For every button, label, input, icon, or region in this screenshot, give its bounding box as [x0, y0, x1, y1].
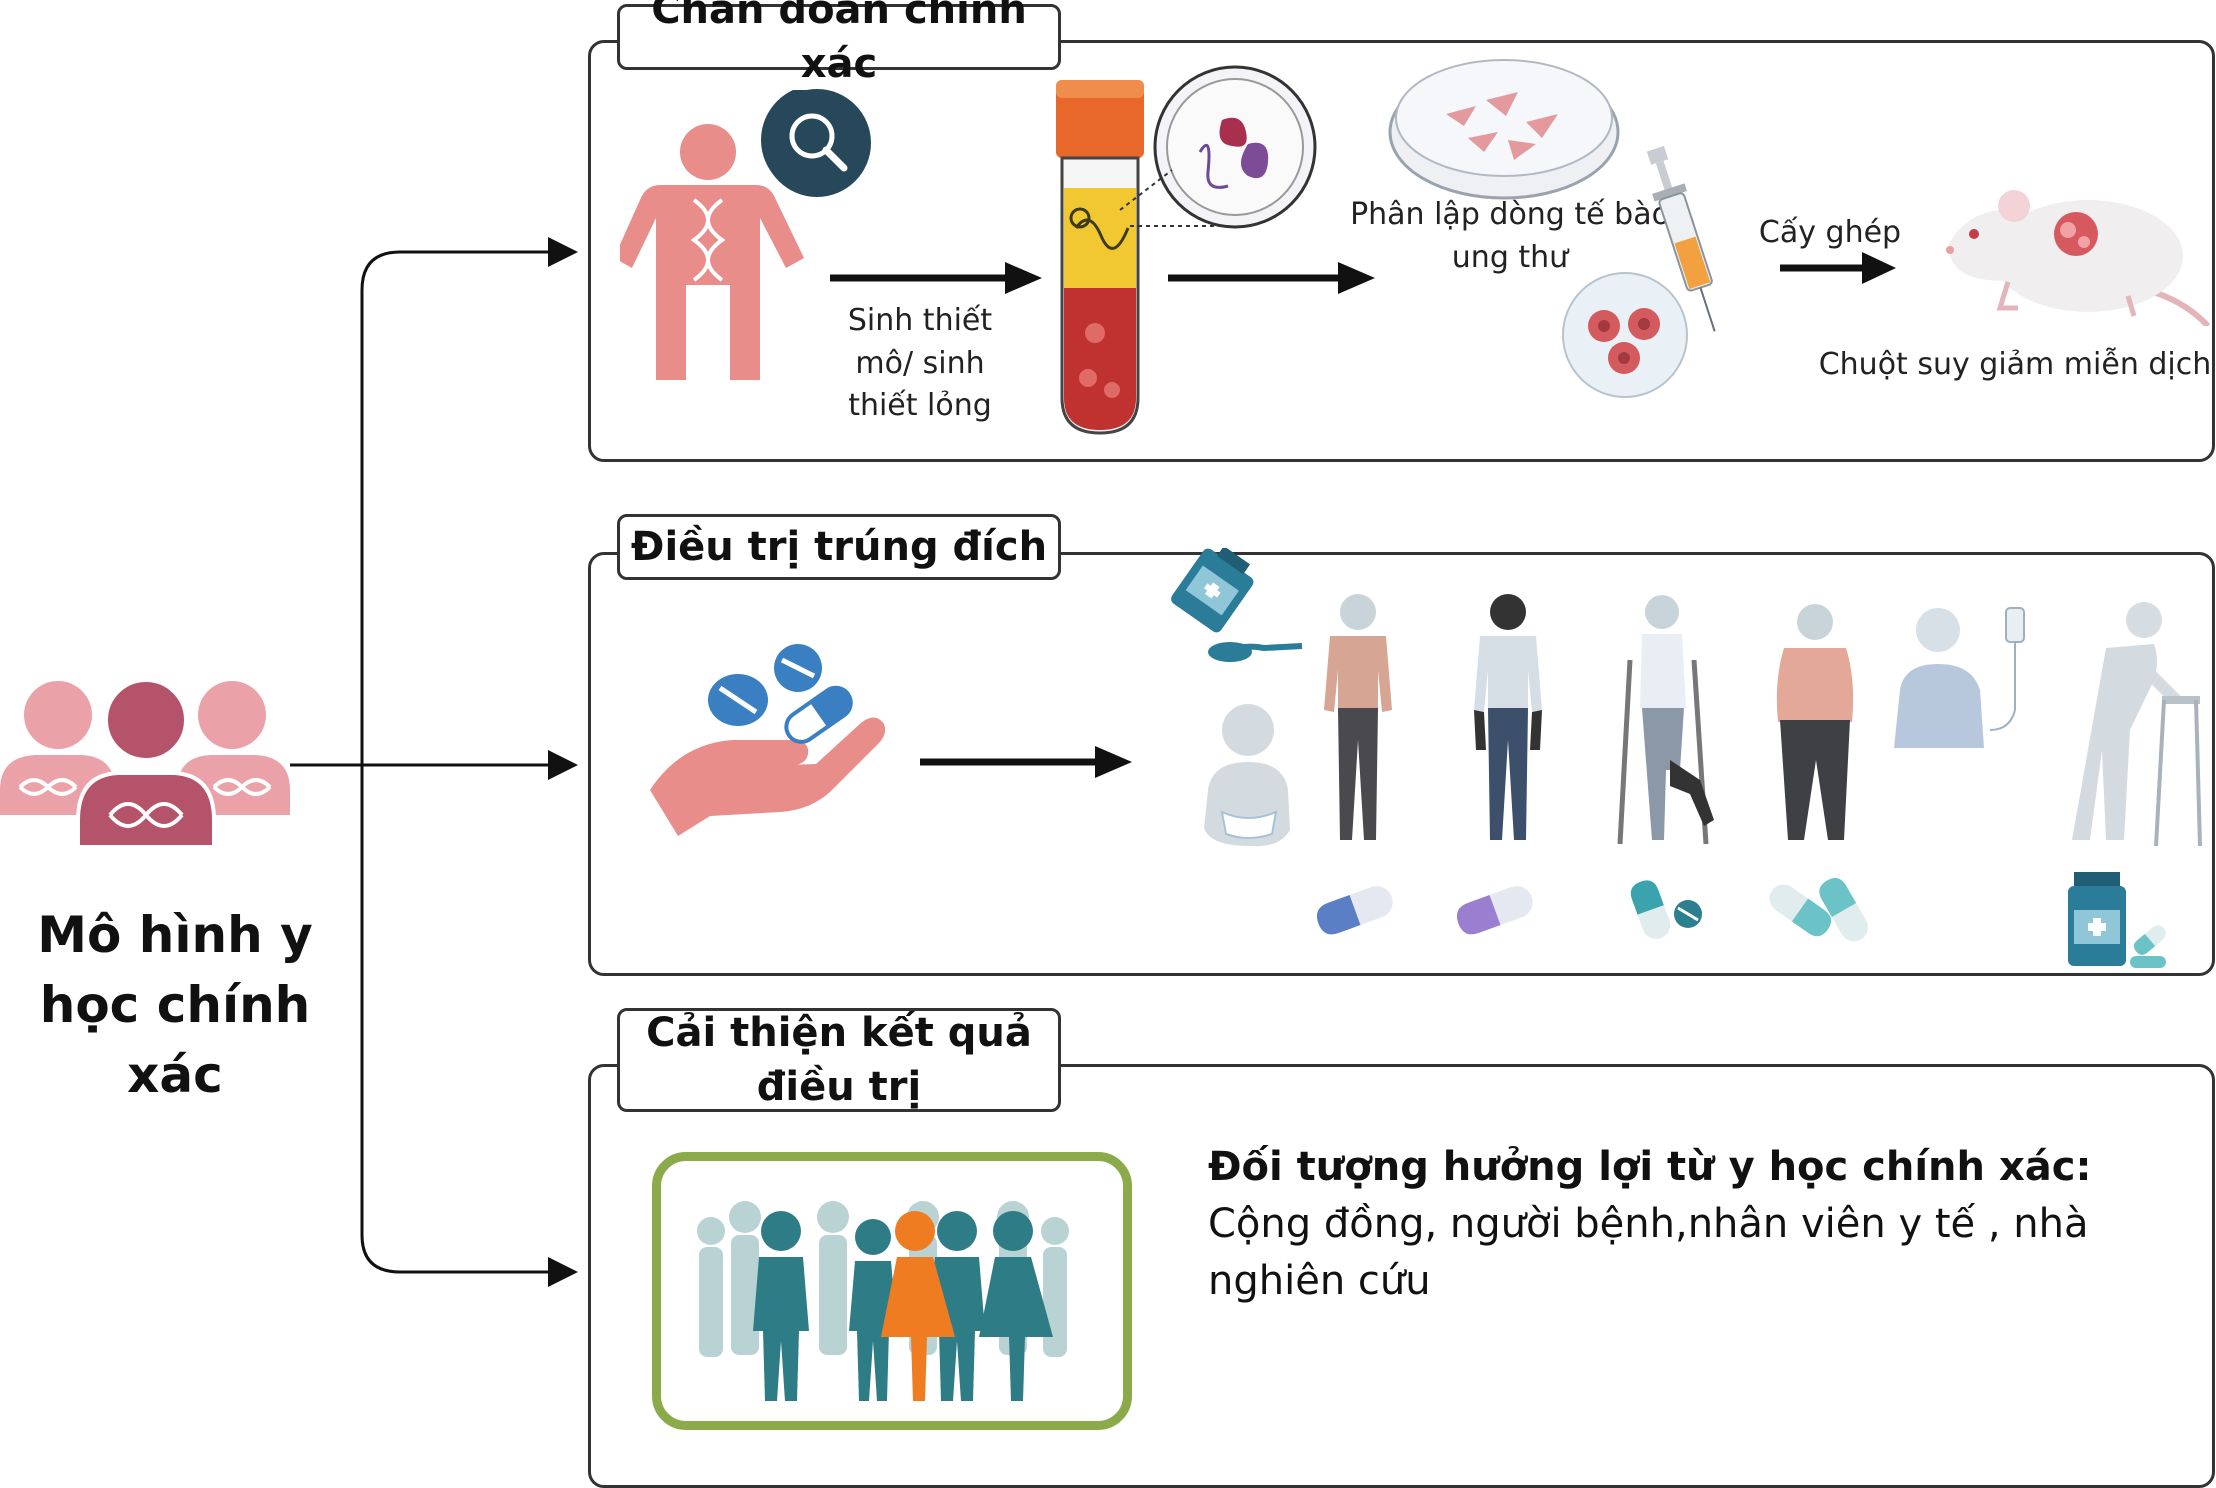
microscopic-view-icon: [1150, 62, 1320, 232]
community-people-icon: [697, 1201, 1069, 1401]
arrow-biopsy: [830, 262, 1042, 294]
beneficiaries-title: Đối tượng hưởng lợi từ y học chính xác:: [1208, 1144, 2092, 1190]
pill-teal-tablet-icon: [1620, 872, 1710, 944]
mouse-caption: Chuột suy giảm miễn dịch: [1818, 347, 2212, 382]
isolation-caption-line1: Phân lập dòng tế bào: [1350, 197, 1670, 232]
patient-elderly-walker-icon: [2050, 600, 2210, 850]
arrow-isolation: [1168, 262, 1375, 294]
medicine-jar-icon: [2062, 870, 2172, 970]
beneficiaries-text-block: Đối tượng hưởng lợi từ y học chính xác: …: [1208, 1144, 2198, 1310]
syrup-bottle-icon: [1164, 548, 1304, 666]
main-title-line1: Mô hình y: [37, 906, 313, 964]
arrow-targeted: [920, 746, 1132, 778]
cancer-cells-icon: [1560, 270, 1690, 400]
isolation-caption: Phân lập dòng tế bào ung thư: [1340, 194, 1680, 279]
beneficiaries-line2: nghiên cứu: [1208, 1257, 1431, 1304]
community-group-frame: [652, 1152, 1132, 1430]
pill-double-teal-icon: [1764, 870, 1874, 950]
branch-vertical: [360, 250, 401, 1274]
beneficiaries-line1: Cộng đồng, người bệnh,nhân viên y tế , n…: [1208, 1201, 2089, 1247]
targeted-panel-title: Điều trị trúng đích: [617, 514, 1061, 580]
patient-woman-icon: [1770, 600, 1860, 850]
transplant-caption: Cấy ghép: [1758, 215, 1902, 250]
isolation-caption-line2: ung thư: [1451, 239, 1569, 275]
main-title: Mô hình y học chính xác: [0, 900, 350, 1110]
syringe-icon: [1640, 140, 1730, 340]
blood-tube-icon: [1050, 78, 1150, 440]
magnifier-icon: [762, 88, 872, 198]
diagnosis-panel-title: Chẩn đoán chính xác: [617, 0, 1061, 87]
outcome-panel-title: Cải thiện kết quả điều trị: [617, 1008, 1061, 1112]
biopsy-caption: Sinh thiết mô/ sinh thiết lỏng: [815, 300, 1025, 428]
hand-pills-icon: [640, 640, 890, 840]
main-title-line2: học chính xác: [39, 976, 311, 1104]
biopsy-caption-line2: mô/ sinh: [855, 345, 985, 381]
outcome-title-line2: điều trị: [756, 1064, 922, 1110]
petri-dish-icon: [1386, 44, 1622, 204]
patient-prosthetic-icon: [1610, 590, 1720, 850]
tube-zoom-dotted: [1119, 169, 1228, 227]
patient-group-icon: [0, 675, 292, 850]
pill-blue-icon: [1310, 880, 1400, 940]
arrow-transplant: [1780, 252, 1896, 284]
biopsy-caption-line1: Sinh thiết: [847, 303, 993, 338]
patient-man-1-icon: [1318, 590, 1398, 850]
mouse-icon: [1928, 176, 2212, 326]
outcome-title-line1: Cải thiện kết quả: [646, 1010, 1032, 1056]
patient-baby-icon: [1190, 700, 1300, 850]
biopsy-caption-line3: thiết lỏng: [848, 388, 992, 424]
patient-iv-icon: [1890, 600, 2030, 750]
pill-purple-icon: [1450, 880, 1540, 940]
patient-man-2-icon: [1468, 590, 1548, 850]
